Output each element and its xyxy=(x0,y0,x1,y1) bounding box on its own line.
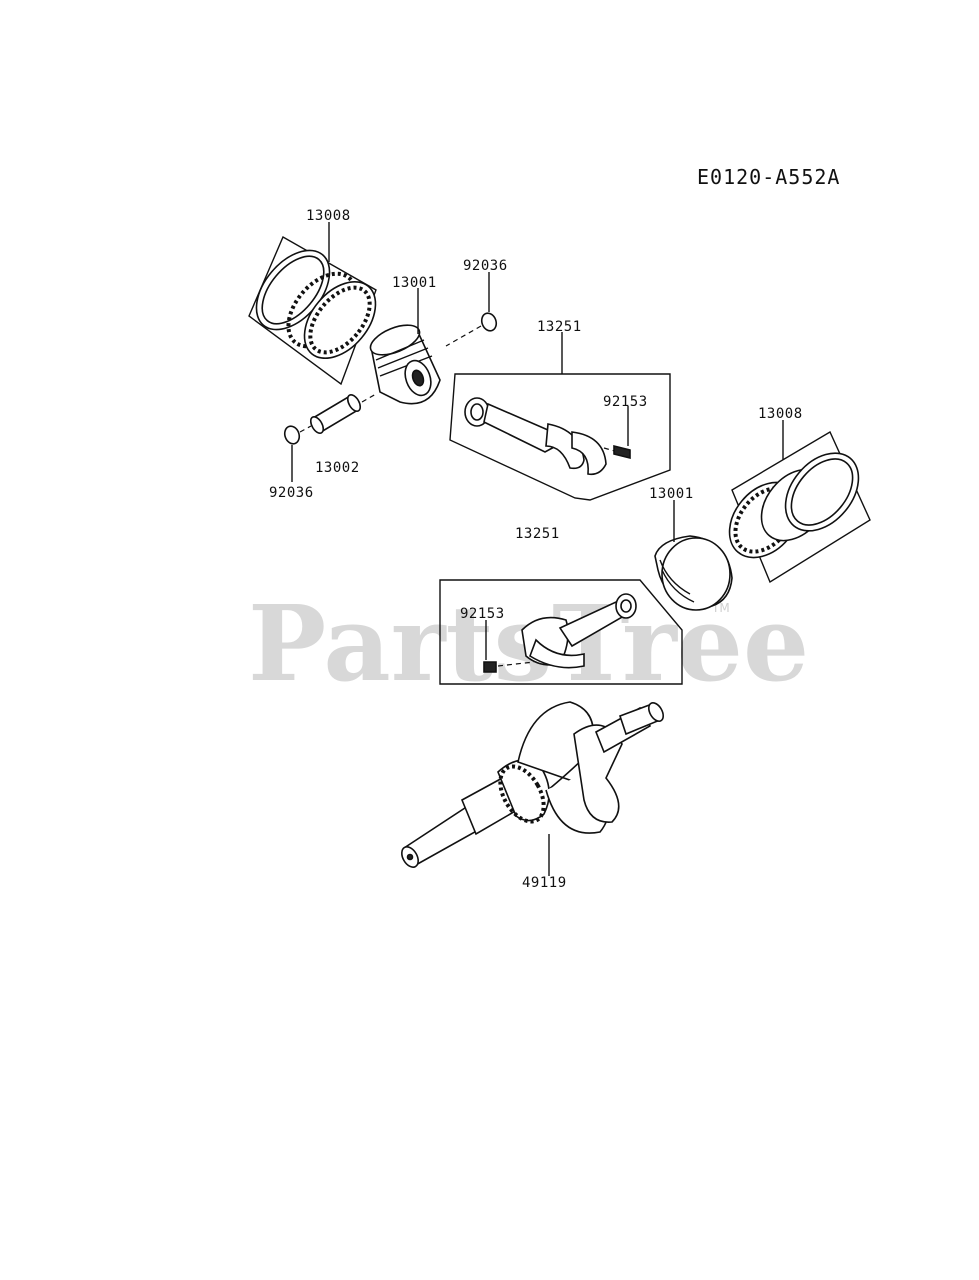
piston-right[interactable] xyxy=(654,535,733,611)
piston-ring-set-left[interactable] xyxy=(242,236,390,386)
circlip-bottom[interactable] xyxy=(282,424,301,446)
label-rings-left[interactable]: 13008 xyxy=(306,208,351,224)
piston-ring-set-right[interactable] xyxy=(715,431,873,584)
piston-left[interactable] xyxy=(366,319,441,405)
label-bolt-bottom[interactable]: 92153 xyxy=(460,606,505,622)
connecting-rod-bottom[interactable] xyxy=(439,579,683,685)
label-bolt-top[interactable]: 92153 xyxy=(603,394,648,410)
label-clip-top[interactable]: 92036 xyxy=(463,258,508,274)
circlip-top[interactable] xyxy=(479,311,498,333)
connecting-rod-top[interactable] xyxy=(449,373,671,501)
label-piston-right[interactable]: 13001 xyxy=(649,486,694,502)
label-pin[interactable]: 13002 xyxy=(315,460,360,476)
label-rings-right[interactable]: 13008 xyxy=(758,406,803,422)
label-piston-left[interactable]: 13001 xyxy=(392,275,437,291)
crankshaft[interactable] xyxy=(398,700,666,870)
label-crankshaft[interactable]: 49119 xyxy=(522,875,567,891)
label-clip-bottom[interactable]: 92036 xyxy=(269,485,314,501)
piston-pin[interactable] xyxy=(308,393,363,436)
diagram-code: E0120-A552A xyxy=(697,165,840,189)
label-rod-top[interactable]: 13251 xyxy=(537,319,582,335)
label-rod-bottom[interactable]: 13251 xyxy=(515,526,560,542)
